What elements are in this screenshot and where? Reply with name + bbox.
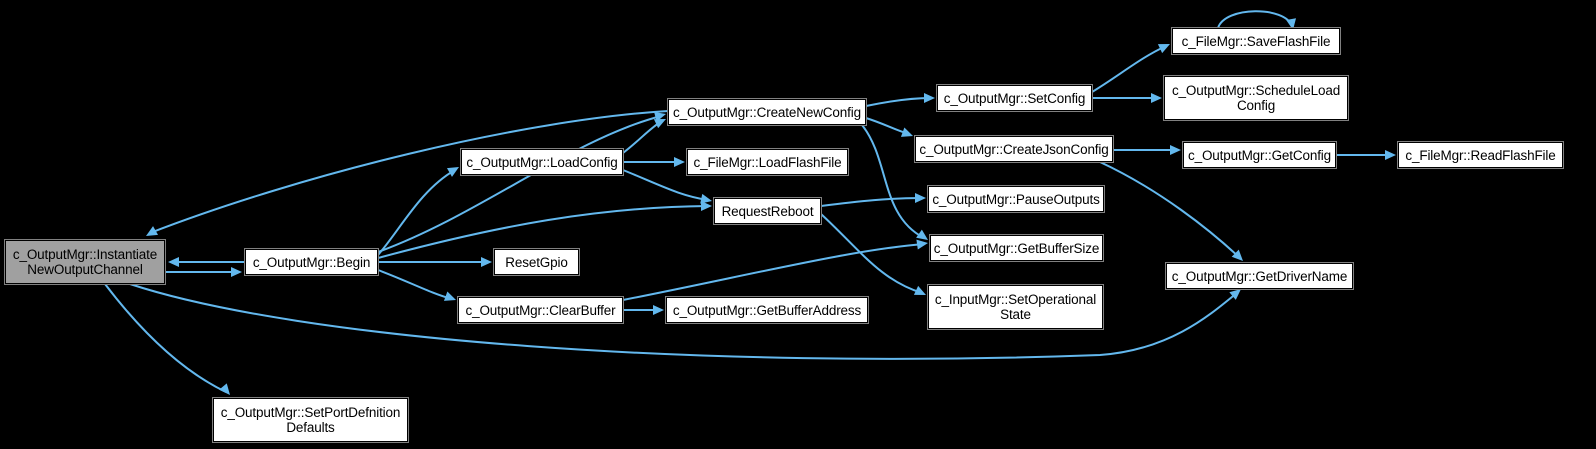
node-label-createnewconfig: c_OutputMgr::CreateNewConfig [673, 104, 861, 120]
edge-loadconfig-to-requestreboot [622, 169, 709, 201]
node-scheduleloadconfig[interactable]: c_OutputMgr::ScheduleLoad Config [1163, 75, 1349, 121]
node-loadflashfile[interactable]: c_FileMgr::LoadFlashFile [686, 148, 849, 176]
arrowhead-setconfig-to-scheduleloadconfig [1151, 93, 1162, 103]
edge-instantiate-to-getdrivername [129, 283, 1239, 360]
node-loadconfig[interactable]: c_OutputMgr::LoadConfig [460, 148, 624, 176]
node-label-setconfig: c_OutputMgr::SetConfig [943, 90, 1086, 106]
node-saveflashfile[interactable]: c_FileMgr::SaveFlashFile [1171, 27, 1341, 55]
edge-clearbuffer-to-getbuffersize [622, 243, 925, 301]
node-label-createjsonconfig: c_OutputMgr::CreateJsonConfig [919, 141, 1109, 157]
arrowhead-loadconfig-to-requestreboot [700, 193, 712, 204]
node-label-getbufferaddress: c_OutputMgr::GetBufferAddress [672, 302, 862, 318]
edge-setconfig-to-saveflashfile [1091, 45, 1167, 93]
arrowhead-createnewconfig-to-setconfig [924, 93, 935, 103]
node-label-getbuffersize: c_OutputMgr::GetBufferSize [933, 240, 1100, 256]
edge-createnewconfig-to-createjsonconfig [865, 117, 910, 135]
node-getbufferaddress[interactable]: c_OutputMgr::GetBufferAddress [665, 296, 869, 324]
arrowhead-instantiate-to-getdrivername [1229, 289, 1241, 300]
edge-begin-to-createnewconfig [377, 115, 662, 253]
edge-createnewconfig-to-getbuffersize [861, 124, 925, 239]
arrowhead-createjsonconfig-to-getconfig [1170, 145, 1181, 155]
node-resetgpio[interactable]: ResetGpio [493, 248, 580, 276]
edge-instantiate-to-setportdefnitiondefaults [104, 283, 227, 393]
arrowhead-begin-to-clearbuffer [443, 291, 456, 301]
arrowhead-requestreboot-to-pauseoutputs [915, 193, 926, 203]
node-label-setoperationalstate: c_InputMgr::SetOperational State [934, 292, 1097, 322]
edge-begin-to-clearbuffer [377, 269, 453, 300]
node-label-resetgpio: ResetGpio [505, 254, 568, 270]
arrowhead-saveflashfile-to-saveflashfile [1286, 18, 1297, 30]
edge-requestreboot-to-setoperationalstate [820, 213, 923, 294]
node-getbuffersize[interactable]: c_OutputMgr::GetBufferSize [929, 234, 1104, 262]
node-createnewconfig[interactable]: c_OutputMgr::CreateNewConfig [667, 98, 867, 126]
edge-createnewconfig-to-instantiate [149, 110, 669, 234]
node-createjsonconfig[interactable]: c_OutputMgr::CreateJsonConfig [914, 135, 1114, 163]
node-label-requestreboot: RequestReboot [721, 203, 814, 219]
node-label-begin: c_OutputMgr::Begin [252, 254, 371, 270]
edge-begin-to-loadconfig [377, 169, 456, 256]
edge-requestreboot-to-pauseoutputs [820, 197, 923, 207]
arrowhead-getconfig-to-readflashfile [1385, 150, 1396, 160]
arrowhead-requestreboot-to-setoperationalstate [913, 285, 926, 295]
arrowhead-begin-to-loadconfig [446, 167, 459, 177]
arrowhead-createnewconfig-to-createjsonconfig [900, 127, 913, 137]
edge-createnewconfig-to-setconfig [865, 97, 932, 107]
node-readflashfile[interactable]: c_FileMgr::ReadFlashFile [1397, 141, 1564, 169]
node-setoperationalstate[interactable]: c_InputMgr::SetOperational State [927, 284, 1104, 330]
node-label-loadconfig: c_OutputMgr::LoadConfig [466, 154, 618, 170]
edge-createjsonconfig-to-getdrivername [1099, 161, 1241, 259]
node-label-readflashfile: c_FileMgr::ReadFlashFile [1405, 147, 1556, 163]
node-label-saveflashfile: c_FileMgr::SaveFlashFile [1181, 33, 1331, 49]
node-requestreboot[interactable]: RequestReboot [713, 197, 822, 225]
node-getdrivername[interactable]: c_OutputMgr::GetDriverName [1165, 262, 1354, 290]
node-setportdefnitiondefaults[interactable]: c_OutputMgr::SetPortDefnition Defaults [212, 397, 409, 443]
node-clearbuffer[interactable]: c_OutputMgr::ClearBuffer [457, 296, 624, 324]
node-label-pauseoutputs: c_OutputMgr::PauseOutputs [932, 191, 1100, 207]
node-label-clearbuffer: c_OutputMgr::ClearBuffer [465, 302, 616, 318]
arrowhead-setconfig-to-saveflashfile [1157, 44, 1170, 54]
arrowhead-loadconfig-to-loadflashfile [674, 157, 685, 167]
node-label-getconfig: c_OutputMgr::GetConfig [1187, 147, 1332, 163]
edge-saveflashfile-to-saveflashfile [1217, 10, 1293, 29]
node-label-instantiate: c_OutputMgr::Instantiate NewOutputChanne… [12, 247, 158, 277]
edge-begin-to-requestreboot [377, 205, 709, 259]
node-label-loadflashfile: c_FileMgr::LoadFlashFile [693, 154, 842, 170]
node-getconfig[interactable]: c_OutputMgr::GetConfig [1182, 141, 1337, 169]
arrowhead-createjsonconfig-to-getdrivername [1231, 249, 1243, 261]
node-begin[interactable]: c_OutputMgr::Begin [244, 248, 379, 276]
node-label-getdrivername: c_OutputMgr::GetDriverName [1171, 268, 1348, 284]
node-pauseoutputs[interactable]: c_OutputMgr::PauseOutputs [927, 185, 1105, 213]
arrowhead-begin-to-requestreboot [701, 201, 712, 211]
arrowhead-instantiate-to-begin [231, 267, 242, 277]
arrowhead-clearbuffer-to-getbuffersize [916, 239, 928, 250]
arrowhead-begin-to-resetgpio [481, 257, 492, 267]
arrowhead-createnewconfig-to-getbuffersize [916, 229, 928, 240]
arrowhead-begin-to-instantiate [168, 257, 179, 267]
arrowhead-createnewconfig-to-instantiate [146, 226, 159, 236]
arrowhead-loadconfig-to-createnewconfig [653, 119, 666, 129]
node-setconfig[interactable]: c_OutputMgr::SetConfig [936, 84, 1093, 112]
node-instantiate[interactable]: c_OutputMgr::Instantiate NewOutputChanne… [4, 239, 166, 285]
arrowhead-instantiate-to-setportdefnitiondefaults [219, 383, 230, 395]
arrowhead-clearbuffer-to-getbufferaddress [653, 305, 664, 315]
node-label-scheduleloadconfig: c_OutputMgr::ScheduleLoad Config [1171, 83, 1341, 113]
node-label-setportdefnitiondefaults: c_OutputMgr::SetPortDefnition Defaults [220, 405, 401, 435]
